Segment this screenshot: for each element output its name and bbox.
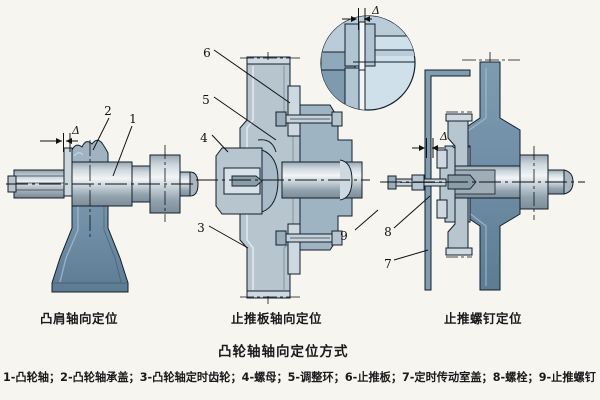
clearance-dimension-c: Δ bbox=[412, 130, 448, 158]
callout-7: 7 bbox=[384, 257, 392, 271]
adjusting-ring bbox=[257, 139, 279, 213]
figure-title: 凸轮轴轴向定位方式 bbox=[218, 344, 349, 360]
thrust-screw bbox=[387, 174, 447, 191]
clearance-dimension-detail: Δ bbox=[342, 4, 380, 30]
callout-3: 3 bbox=[197, 221, 205, 235]
timing-drive-cover bbox=[424, 69, 471, 291]
delta-label-c: Δ bbox=[439, 130, 448, 143]
panel-c-caption: 止推螺钉定位 bbox=[444, 311, 523, 326]
callout-9: 9 bbox=[340, 229, 348, 243]
figure-legend: 1-凸轮轴；2-凸轮轴承盖；3-凸轮轴定时齿轮；4-螺母；5-调整环；6-止推板… bbox=[3, 371, 596, 384]
callout-4: 4 bbox=[200, 131, 208, 145]
panel-c-drawing: Δ 9 8 7 bbox=[340, 52, 585, 291]
thrust-plate-bolt-bottom bbox=[275, 230, 343, 246]
panel-a-caption: 凸肩轴向定位 bbox=[40, 311, 119, 326]
panel-b-caption: 止推板轴向定位 bbox=[231, 311, 323, 326]
clearance-dimension-a: Δ bbox=[40, 124, 80, 152]
delta-label-detail: Δ bbox=[371, 4, 380, 17]
callout-leaders-c bbox=[354, 195, 431, 261]
callout-leaders-a bbox=[92, 117, 133, 177]
thrust-washer bbox=[63, 147, 73, 197]
delta-label-a: Δ bbox=[71, 124, 80, 137]
thrust-plate-bolt-top bbox=[275, 111, 343, 127]
callout-5: 5 bbox=[202, 93, 210, 107]
callout-6: 6 bbox=[203, 46, 211, 60]
callout-1: 1 bbox=[129, 112, 137, 126]
panel-b-drawing: 6 5 4 3 bbox=[196, 46, 370, 304]
panel-a-drawing: Δ 2 1 bbox=[6, 104, 199, 293]
detail-inset-circle: Δ bbox=[320, 4, 416, 111]
retaining-nut bbox=[215, 147, 263, 215]
callout-2: 2 bbox=[104, 104, 112, 118]
callout-leaders-b bbox=[208, 49, 291, 249]
callout-8: 8 bbox=[384, 225, 392, 239]
